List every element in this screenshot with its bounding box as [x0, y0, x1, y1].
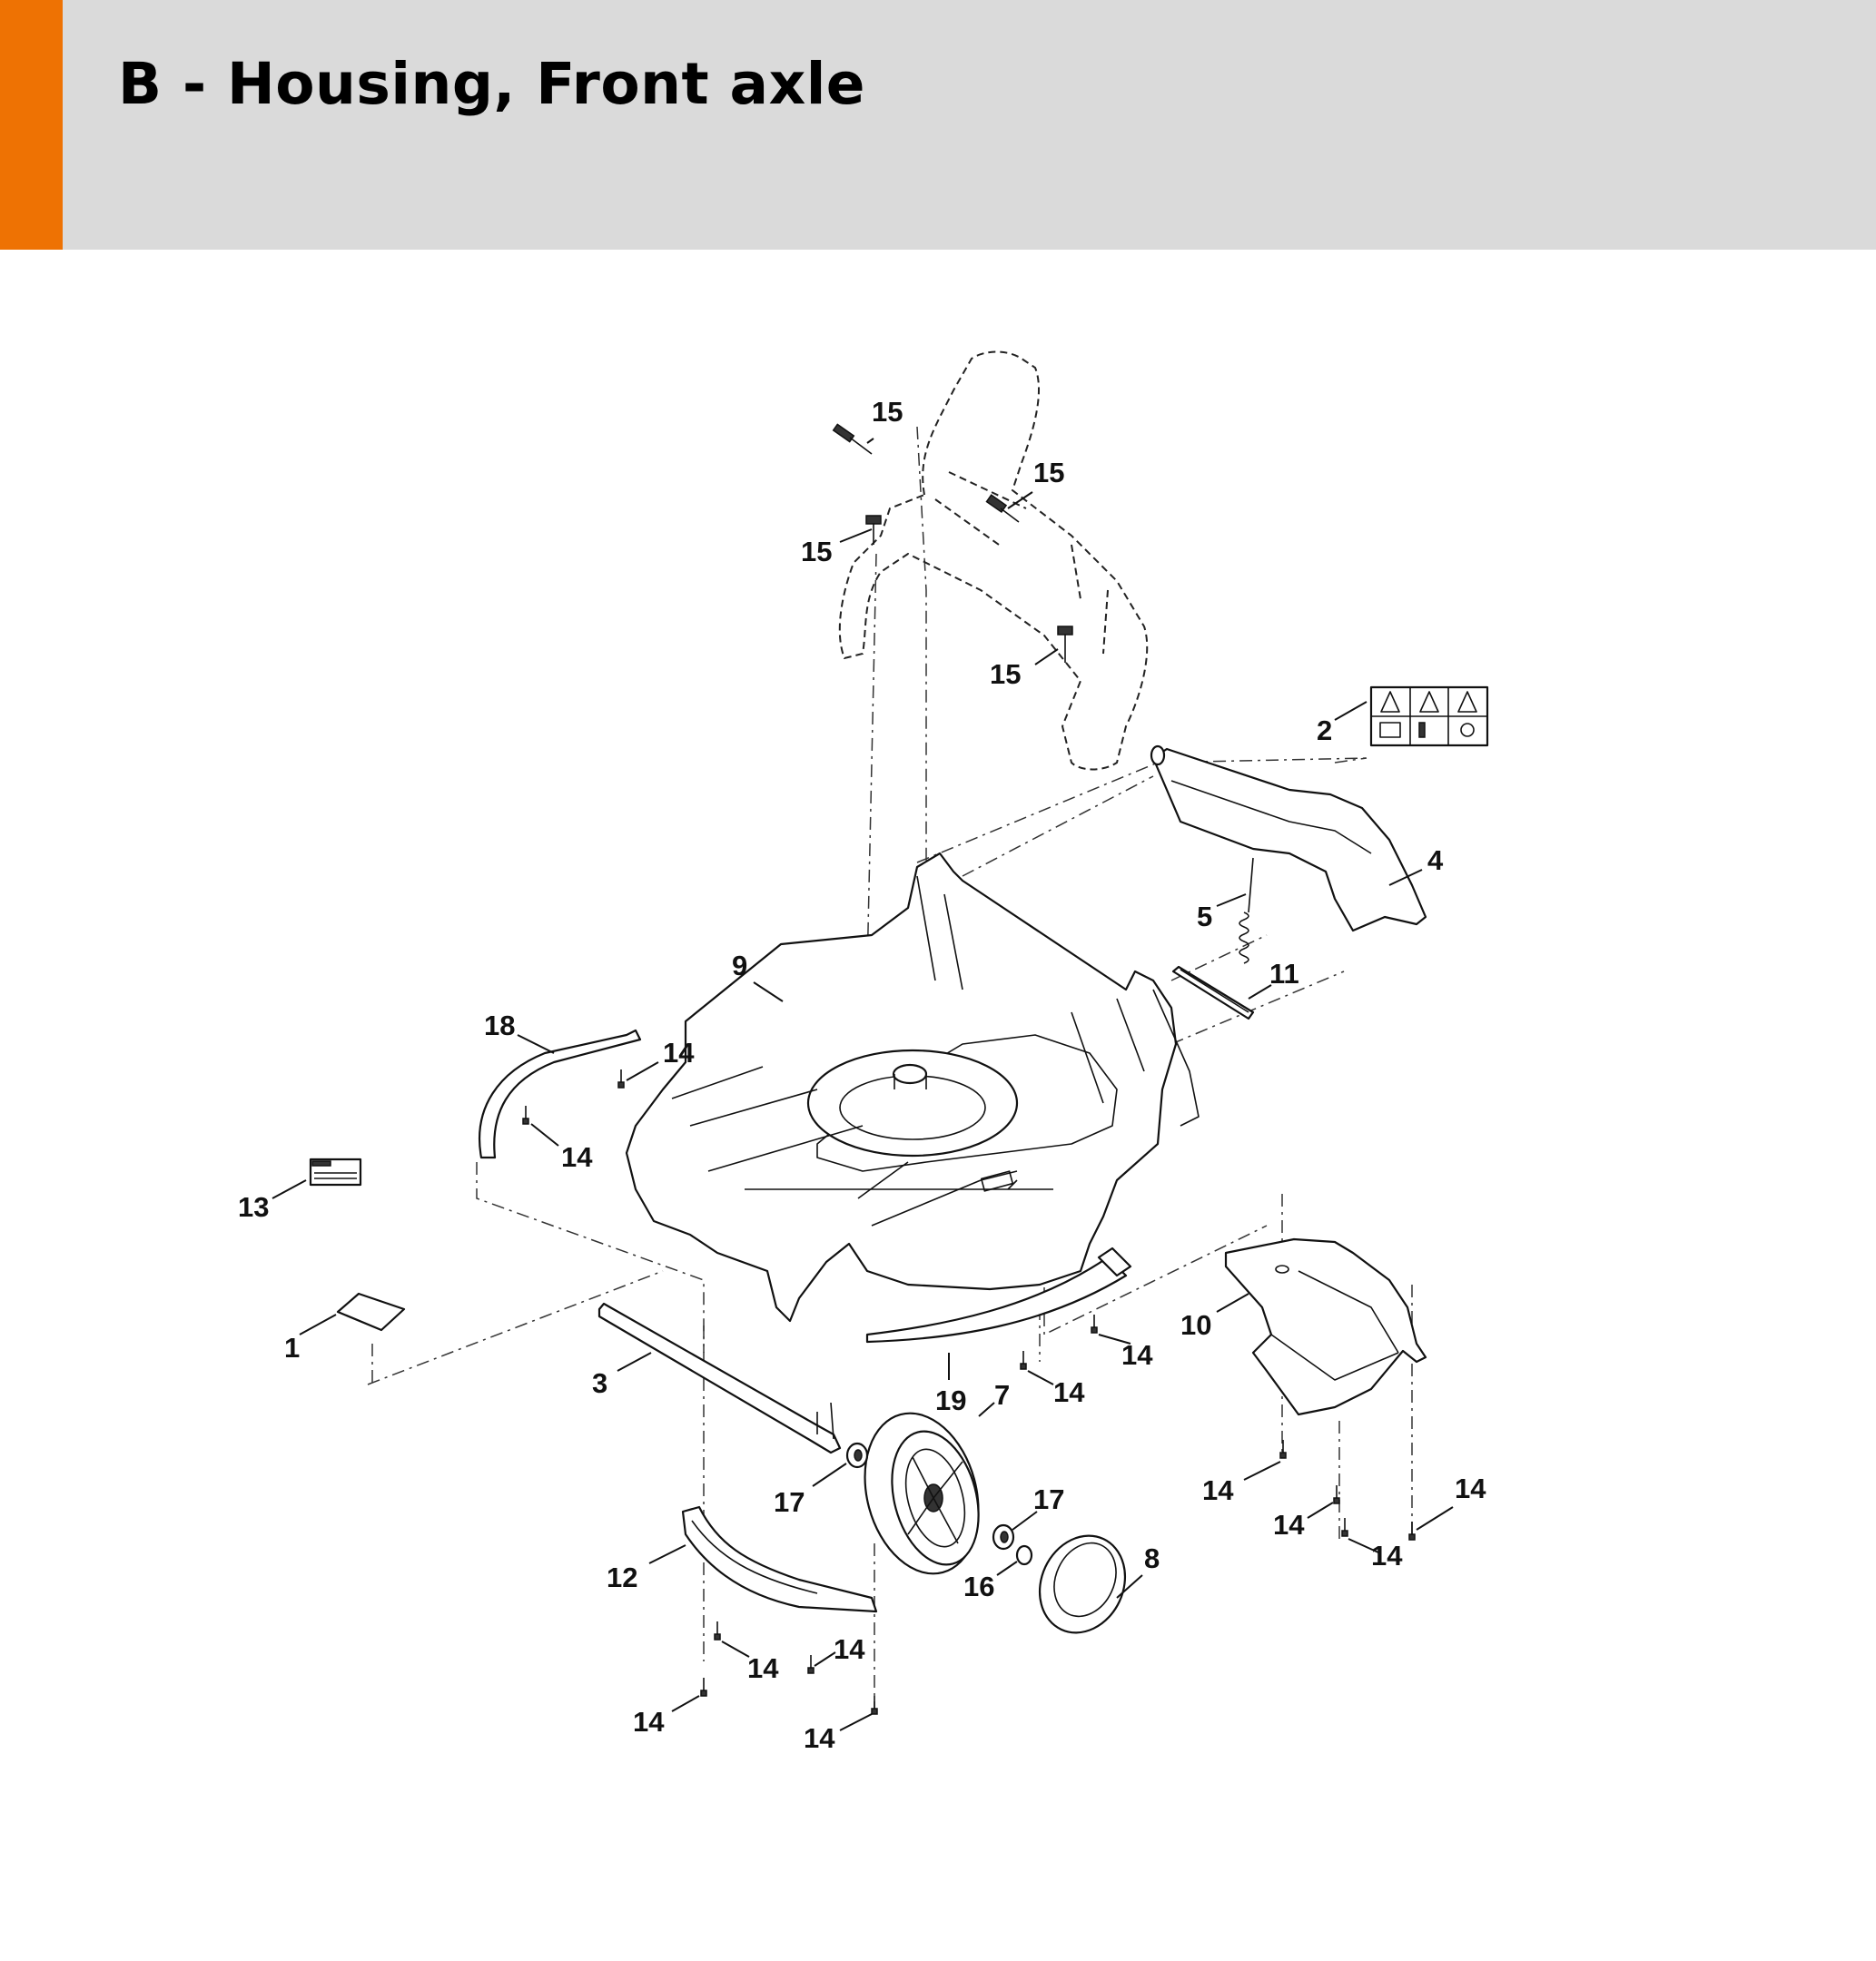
callout-14: 14: [1053, 1376, 1085, 1408]
callout-17: 17: [774, 1486, 805, 1518]
leader-lines: [272, 438, 1454, 1731]
callout-11: 11: [1269, 958, 1299, 990]
screw-icon: [1408, 1522, 1416, 1541]
callout-1: 1: [284, 1332, 300, 1364]
screw-14-parts: [522, 1069, 1416, 1715]
page-title: B - Housing, Front axle: [118, 51, 866, 117]
callout-19: 19: [935, 1385, 966, 1416]
callout-12: 12: [607, 1562, 637, 1593]
spring-5: [1239, 857, 1254, 964]
bracket-12: [681, 1505, 878, 1613]
callout-2: 2: [1317, 714, 1332, 746]
screw-icon: [871, 1696, 878, 1715]
nut-16: [1015, 1544, 1033, 1566]
callout-15: 15: [990, 658, 1021, 690]
callout-15: 15: [1033, 457, 1064, 488]
callout-14: 14: [747, 1652, 779, 1684]
callout-14: 14: [663, 1037, 695, 1069]
callout-labels: 15 15 15 15 2 4 5 11 9 18 14 14 13 1 3 1…: [238, 396, 1486, 1754]
callout-18: 18: [484, 1010, 515, 1041]
screw-icon: [807, 1655, 815, 1674]
callout-14: 14: [633, 1706, 665, 1738]
warning-triangle-icon: [1380, 691, 1400, 713]
callout-7: 7: [994, 1379, 1010, 1411]
callout-10: 10: [1180, 1309, 1211, 1341]
screw-icon: [700, 1678, 707, 1697]
callout-14: 14: [561, 1141, 593, 1173]
screw-icon: [617, 1069, 625, 1089]
screw-icon: [1279, 1440, 1287, 1459]
bearing-17a: [845, 1442, 869, 1469]
screw-icon: [1091, 1315, 1098, 1334]
callout-5: 5: [1197, 901, 1212, 932]
screw-15-parts: [832, 423, 1073, 663]
warning-triangle-icon: [1419, 691, 1439, 713]
callout-15: 15: [801, 536, 832, 567]
warning-label-2: [1369, 685, 1489, 747]
callout-17: 17: [1033, 1483, 1064, 1515]
callout-3: 3: [592, 1367, 607, 1399]
hub-cap-8: [1038, 1534, 1127, 1634]
warning-triangle-icon: [1457, 691, 1477, 713]
bearing-17b: [992, 1523, 1015, 1551]
screw-icon: [714, 1621, 721, 1641]
assembly-lines: [367, 426, 1413, 1716]
person-icon: [1418, 722, 1426, 738]
callout-14: 14: [1202, 1474, 1234, 1506]
hinge-bar-11: [1171, 965, 1255, 1020]
screw-icon: [522, 1106, 529, 1125]
header-band: [0, 0, 1876, 250]
accent-bar: [0, 0, 63, 250]
rear-flap-4: [1150, 744, 1427, 932]
tool-icon: [1460, 723, 1475, 737]
callout-14: 14: [1455, 1473, 1486, 1504]
screw-icon: [832, 423, 873, 455]
screw-icon: [1333, 1485, 1340, 1504]
trim-strip-18: [479, 1029, 642, 1159]
screw-icon: [985, 494, 1020, 523]
wheel-7: [864, 1412, 980, 1575]
callout-9: 9: [732, 950, 747, 981]
plate-1: [336, 1292, 406, 1332]
housing-9: [625, 852, 1200, 1323]
trim-strip-19: [865, 1247, 1132, 1344]
callout-8: 8: [1144, 1542, 1160, 1574]
front-axle-3: [597, 1302, 842, 1454]
handle-outline: [838, 350, 1149, 771]
callout-14: 14: [834, 1633, 865, 1665]
callout-14: 14: [804, 1722, 835, 1754]
callout-13: 13: [238, 1191, 269, 1223]
type-label-13: [309, 1158, 362, 1187]
screw-icon: [865, 515, 882, 545]
screw-icon: [1057, 626, 1073, 663]
callout-14: 14: [1121, 1339, 1153, 1371]
callout-14: 14: [1371, 1540, 1403, 1572]
callout-16: 16: [963, 1571, 994, 1602]
mulch-deflector-10: [1224, 1237, 1427, 1416]
screw-icon: [1020, 1351, 1027, 1370]
callout-14: 14: [1273, 1509, 1305, 1541]
manual-icon: [1379, 722, 1401, 738]
callout-15: 15: [872, 396, 903, 428]
screw-icon: [1341, 1518, 1348, 1537]
callout-4: 4: [1427, 844, 1444, 876]
